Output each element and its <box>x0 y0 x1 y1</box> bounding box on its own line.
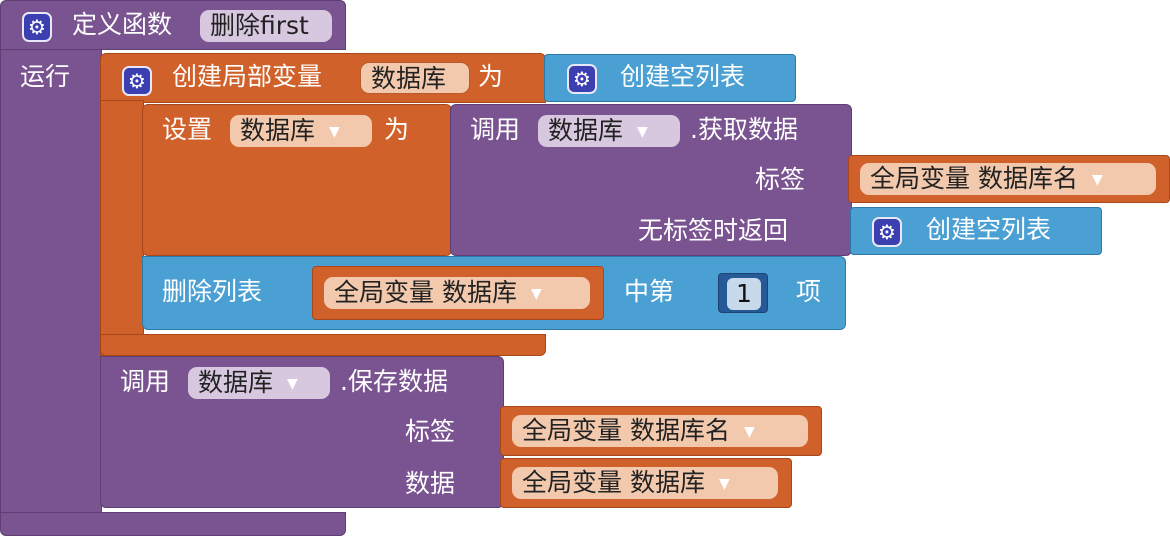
set-variable-dropdown[interactable]: 数据库 ▼ <box>230 115 372 147</box>
get-data-call-label: 调用 <box>470 115 521 144</box>
procedure-name-field[interactable]: 删除first <box>200 10 332 42</box>
index-number-field[interactable]: 1 <box>727 278 761 310</box>
store-data-tag-dropdown[interactable]: 全局变量 数据库名 ▼ <box>512 415 808 447</box>
gear-icon[interactable]: ⚙ <box>122 66 152 96</box>
get-data-default-label: 无标签时返回 <box>638 216 789 245</box>
local-variable-label: 创建局部变量 <box>172 62 323 91</box>
get-data-component-dropdown[interactable]: 数据库 ▼ <box>538 115 680 147</box>
local-variable-as-label: 为 <box>478 62 504 91</box>
dropdown-arrow-icon: ▼ <box>329 124 340 140</box>
remove-list-label: 删除列表 <box>162 277 263 306</box>
get-data-tag-label: 标签 <box>755 165 806 194</box>
gear-icon[interactable]: ⚙ <box>22 12 52 42</box>
dropdown-arrow-icon: ▼ <box>743 424 755 440</box>
remove-list-source-dropdown[interactable]: 全局变量 数据库 ▼ <box>324 277 590 309</box>
local-variable-bottom <box>100 334 546 356</box>
default-empty-list-label: 创建空列表 <box>926 215 1052 244</box>
get-data-tag-value: 全局变量 数据库名 <box>870 164 1078 193</box>
procedure-body-left <box>0 49 102 519</box>
dropdown-arrow-icon: ▼ <box>718 476 730 492</box>
procedure-bottom <box>0 512 346 536</box>
gear-icon[interactable]: ⚙ <box>567 64 597 94</box>
dropdown-arrow-icon: ▼ <box>1091 172 1103 188</box>
get-data-method-label: .获取数据 <box>690 115 798 144</box>
store-data-call-label: 调用 <box>120 367 171 396</box>
store-data-tag-label: 标签 <box>405 417 456 446</box>
store-data-component-name: 数据库 <box>198 368 274 397</box>
store-data-component-dropdown[interactable]: 数据库 ▼ <box>188 367 330 399</box>
dropdown-arrow-icon: ▼ <box>530 286 542 302</box>
store-data-method-label: .保存数据 <box>340 367 448 396</box>
dropdown-arrow-icon: ▼ <box>637 124 648 140</box>
remove-index-label: 中第 <box>624 277 675 306</box>
gear-icon[interactable]: ⚙ <box>872 217 902 247</box>
define-label: 定义函数 <box>72 10 173 39</box>
local-variable-name-field[interactable]: 数据库 <box>360 62 470 94</box>
remove-list-source-value: 全局变量 数据库 <box>334 278 517 307</box>
local-variable-body-left <box>100 100 144 356</box>
store-data-tag-value: 全局变量 数据库名 <box>522 416 730 445</box>
get-data-tag-dropdown[interactable]: 全局变量 数据库名 ▼ <box>860 163 1156 195</box>
create-empty-list-label: 创建空列表 <box>620 62 746 91</box>
set-label: 设置 <box>162 115 213 144</box>
local-variable-block[interactable] <box>100 53 546 103</box>
dropdown-arrow-icon: ▼ <box>287 376 298 392</box>
store-data-value-value: 全局变量 数据库 <box>522 468 705 497</box>
do-label: 运行 <box>20 62 71 91</box>
index-number-block[interactable]: 1 <box>718 273 768 313</box>
set-to-label: 为 <box>384 115 410 144</box>
store-data-value-label: 数据 <box>405 469 456 498</box>
set-variable-name: 数据库 <box>240 116 316 145</box>
remove-item-label: 项 <box>796 277 822 306</box>
store-data-value-dropdown[interactable]: 全局变量 数据库 ▼ <box>512 467 778 499</box>
get-data-component-name: 数据库 <box>548 116 624 145</box>
